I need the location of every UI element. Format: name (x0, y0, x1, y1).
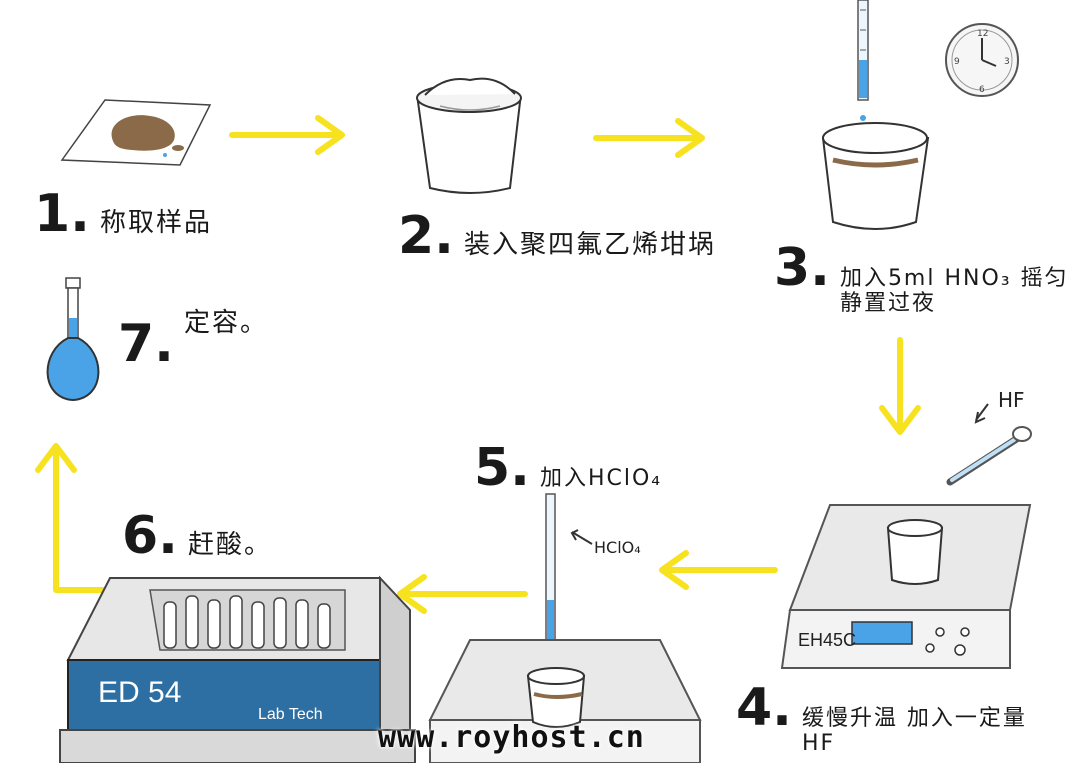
step-2-text: 装入聚四氟乙烯坩埚 (463, 230, 716, 260)
step-3-text-block: 加入5ml HNO₃ 摇匀 静置过夜 (840, 266, 1069, 317)
step-7-label: 7. 定容。 (118, 308, 268, 374)
svg-text:12: 12 (977, 29, 988, 39)
step-5-text: 加入HClO₄ (539, 466, 663, 491)
step-4-number: 4. (736, 678, 792, 738)
hotplate-brand: EH45C (798, 630, 857, 650)
hf-dropper-icon (946, 403, 1032, 486)
arrow-1-to-2 (229, 115, 345, 155)
step-3-text: 加入5ml HNO₃ 摇匀 (839, 266, 1069, 291)
step-3-number: 3. (774, 238, 830, 298)
hclo4-arrow-icon (570, 529, 593, 545)
digestion-block-brand: Lab Tech (258, 706, 323, 723)
step-1-text: 称取样品 (99, 208, 212, 238)
test-tubes-icon (163, 595, 331, 649)
arrow-6-to-7 (35, 443, 121, 593)
crucible-with-lid-icon (416, 77, 522, 194)
step-6-text: 赶酸。 (187, 530, 272, 560)
step-7-text: 定容。 (183, 308, 268, 338)
crucible-with-acid-icon (821, 122, 930, 230)
hot-plate-icon (780, 504, 1032, 669)
hf-annotation: HF (998, 388, 1025, 412)
arrow-5-to-6 (397, 574, 528, 614)
arrow-2-to-3 (593, 118, 705, 158)
step-4-label: 4. 缓慢升温 加入一定量 HF (736, 682, 1027, 757)
digestion-block-label: ED 54 (98, 676, 182, 709)
step-1-number: 1. (34, 184, 90, 244)
step-4-text-2: HF (801, 731, 836, 757)
step-5-number: 5. (474, 438, 530, 498)
step-6-label: 6. 赶酸。 (122, 510, 272, 562)
weighing-paper-icon (60, 99, 212, 166)
hclo4-annotation: HClO₄ (594, 538, 641, 557)
watermark-url: www.royhost.cn (378, 720, 645, 755)
flow-arrows (35, 115, 921, 614)
clock-icon: 12 3 6 9 (945, 23, 1019, 97)
step-5-label: 5. 加入HClO₄ (474, 442, 662, 494)
step-2-label: 2. 装入聚四氟乙烯坩埚 (398, 210, 716, 262)
step-4-text: 缓慢升温 加入一定量 (801, 706, 1027, 731)
pipette-icon (857, 0, 869, 133)
arrow-3-to-4 (879, 337, 921, 435)
svg-text:9: 9 (954, 57, 960, 67)
small-hot-plate-icon (428, 639, 702, 763)
svg-text:6: 6 (979, 85, 985, 95)
step-3-text-2: 静置过夜 (839, 291, 936, 317)
arrow-4-to-5 (659, 550, 778, 590)
step-4-text-block: 缓慢升温 加入一定量 HF (802, 706, 1027, 757)
step-7-number: 7. (118, 314, 174, 374)
step-3-label: 3. 加入5ml HNO₃ 摇匀 静置过夜 (774, 242, 1069, 317)
step-6-number: 6. (122, 506, 178, 566)
step-1-label: 1. 称取样品 (34, 188, 212, 240)
svg-text:3: 3 (1004, 57, 1010, 67)
volumetric-flask-icon (46, 277, 100, 402)
step-2-number: 2. (398, 206, 454, 266)
